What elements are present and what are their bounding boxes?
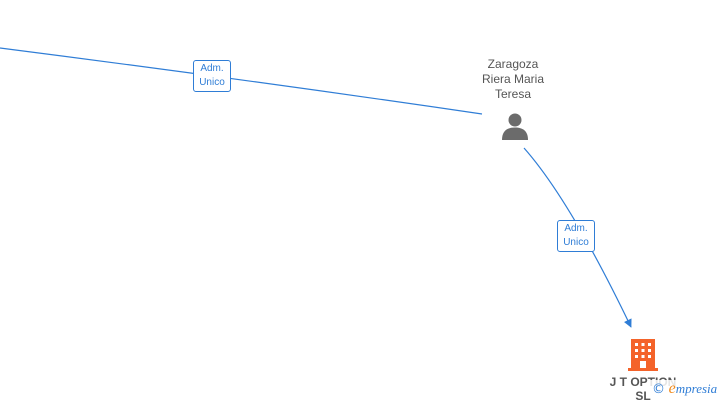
brand-name: mpresia bbox=[675, 381, 718, 396]
relationship-role: Adm. bbox=[200, 63, 224, 74]
person-name[interactable]: Zaragoza Riera Maria Teresa bbox=[463, 57, 563, 102]
edge-line-incoming bbox=[0, 47, 483, 115]
edge-line-to-company bbox=[523, 147, 632, 328]
relationship-label[interactable]: Adm. Unico bbox=[193, 60, 231, 92]
person-name-line: Zaragoza bbox=[487, 57, 539, 71]
person-name-line: Riera Maria bbox=[481, 72, 544, 86]
relationship-role: Adm. bbox=[564, 223, 588, 234]
building-icon[interactable] bbox=[628, 337, 658, 371]
relationship-label[interactable]: Adm. Unico bbox=[557, 220, 595, 252]
relationship-role-type: Unico bbox=[563, 237, 589, 248]
copyright-symbol: © bbox=[652, 382, 665, 397]
person-icon[interactable] bbox=[501, 112, 529, 140]
person-name-line: Teresa bbox=[494, 87, 532, 101]
empresia-watermark: © empresia bbox=[650, 380, 720, 398]
relationship-role-type: Unico bbox=[199, 77, 225, 88]
brand-initial: e bbox=[668, 380, 676, 397]
